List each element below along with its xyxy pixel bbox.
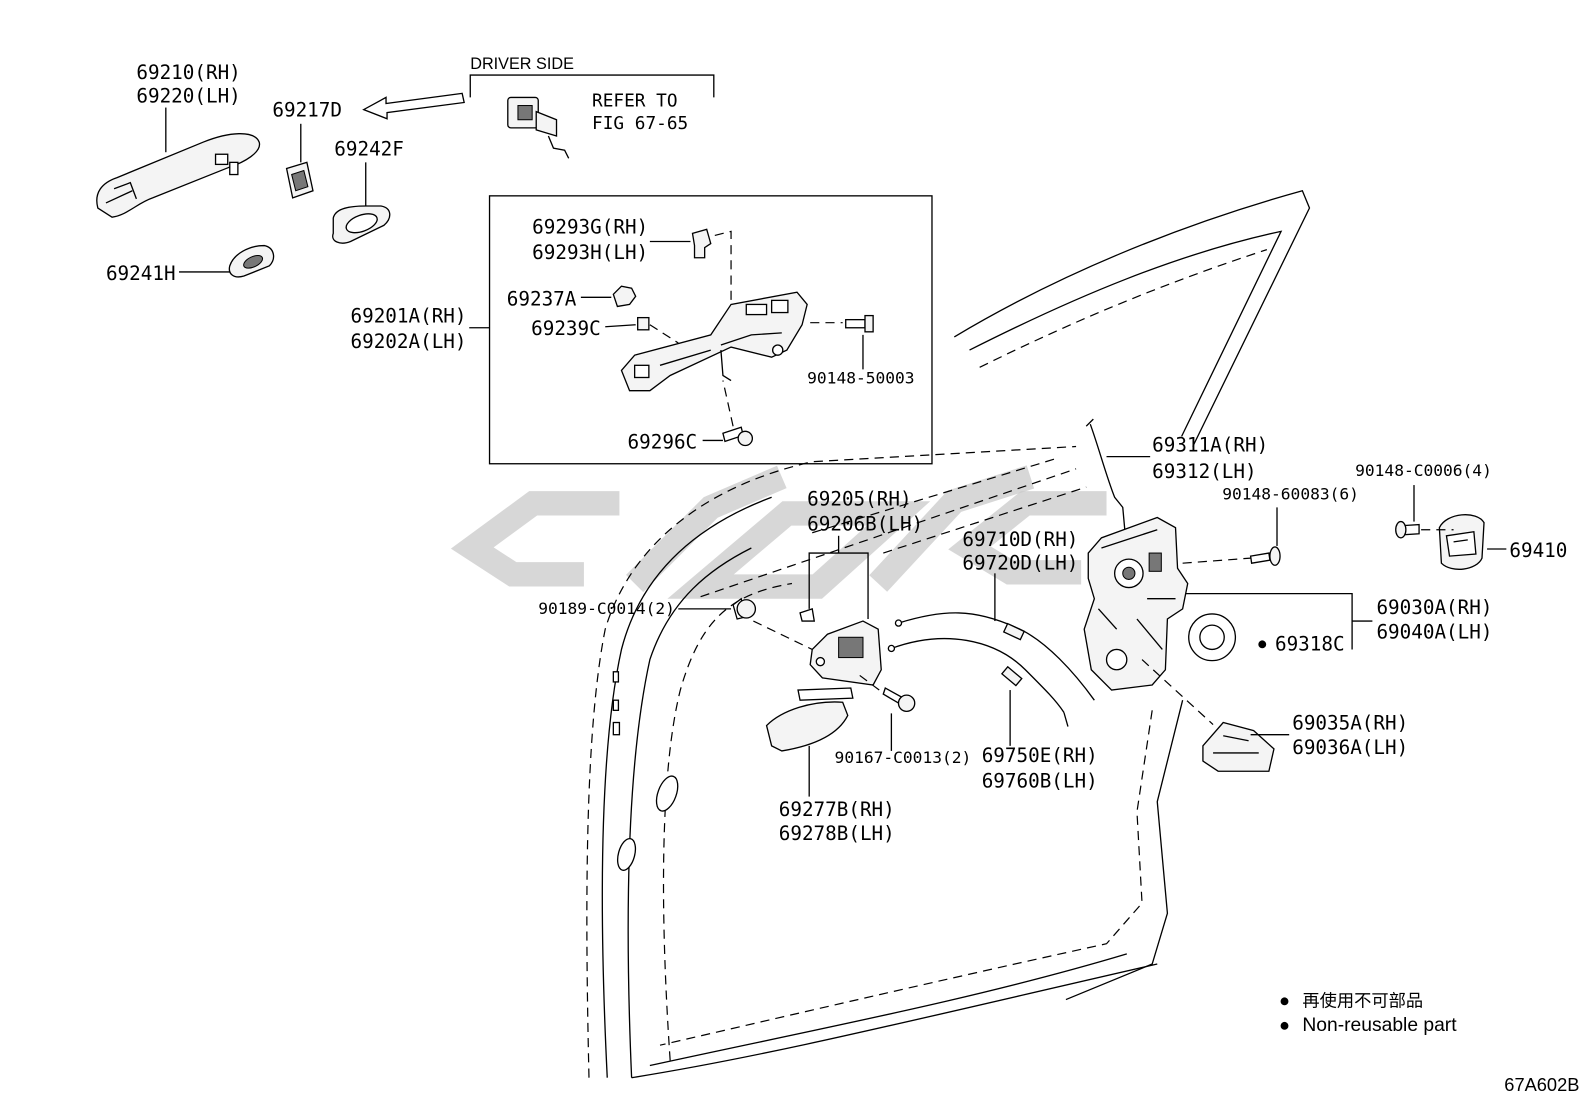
non-reusable-marker: ● [1257, 632, 1268, 653]
lock-rod-drawing [1085, 418, 1126, 530]
part-label-90189-c0014: 90189-C0014(2) [538, 599, 675, 618]
figure-code: 67A602B [1504, 1074, 1579, 1095]
part-label-69750e: 69750E(RH) [982, 744, 1098, 767]
frame-inset-box: 69293G(RH) 69293H(LH) 69237A 69201A(RH) … [351, 195, 933, 465]
driver-side-label: DRIVER SIDE [470, 55, 574, 73]
part-label-69239c: 69239C [531, 317, 601, 340]
legend-text-english: Non-reusable part [1302, 1015, 1457, 1036]
handle-frame-drawing [620, 291, 808, 392]
part-label-69277b: 69277B(RH) [779, 798, 895, 821]
part-label-69760b: 69760B(LH) [982, 769, 1098, 792]
figure-reference-label: FIG 67-65 [592, 114, 688, 134]
part-label-69030a: 69030A(RH) [1376, 596, 1492, 619]
part-69296c-drawing [722, 426, 754, 447]
lock-assembly-group: 69311A(RH) 69312(LH) 90148-C0006(4) 9014… [1083, 418, 1567, 772]
inset-border [488, 195, 933, 465]
watermark-logo [450, 465, 1107, 599]
legend-marker-en: ● [1279, 1014, 1290, 1035]
part-label-69237a: 69237A [507, 287, 577, 310]
door-outline [586, 189, 1311, 1079]
cable-69710d-drawing [894, 612, 1095, 701]
part-label-69296c: 69296C [628, 431, 698, 454]
part-label-69205: 69205(RH) [807, 487, 911, 510]
part-label-69040a: 69040A(LH) [1376, 620, 1492, 643]
part-label-69410: 69410 [1509, 539, 1567, 562]
part-label-69720d: 69720D(LH) [962, 551, 1078, 574]
screw-90167-c0013-drawing [882, 687, 916, 713]
part-label-69217d: 69217D [272, 99, 342, 122]
screw-90148-60083-drawing [1249, 546, 1281, 566]
driver-side-bracket [469, 74, 715, 98]
outside-handle-group: 69210(RH) 69220(LH) 69217D 69242F 69241H [96, 61, 404, 285]
screw-90148-50003-drawing [845, 314, 874, 333]
legend-text-japanese: 再使用不可部品 [1302, 991, 1423, 1011]
part-69237a-drawing [612, 285, 637, 308]
part-label-69210: 69210(RH) [136, 61, 240, 84]
part-label-69241h: 69241H [106, 262, 176, 285]
part-label-69311a: 69311A(RH) [1152, 434, 1268, 457]
key-cylinder-drawing [507, 96, 570, 159]
inside-handle-drawing [809, 620, 882, 686]
part-69293g-drawing [691, 228, 712, 259]
part-69242f-drawing [332, 205, 391, 244]
bezel-drawing [765, 687, 854, 752]
driver-side-reference: DRIVER SIDE REFER TO FIG 67-65 [362, 55, 715, 159]
part-label-69036a: 69036A(LH) [1292, 736, 1408, 759]
part-label-69220: 69220(LH) [136, 84, 240, 107]
legend-marker-jp: ● [1279, 990, 1290, 1011]
refer-to-label: REFER TO [592, 92, 678, 112]
part-label-69242f: 69242F [334, 137, 404, 160]
outside-handle-drawing [96, 133, 261, 218]
cable-69750e-drawing [887, 638, 1069, 727]
part-label-69293g: 69293G(RH) [532, 215, 648, 238]
part-label-69201a: 69201A(RH) [351, 305, 467, 328]
part-69241h-drawing [228, 244, 275, 278]
part-label-69312: 69312(LH) [1152, 460, 1256, 483]
part-label-90148-50003: 90148-50003 [807, 369, 914, 388]
part-label-90167-c0013: 90167-C0013(2) [835, 748, 972, 767]
seal-69318c-drawing [1188, 613, 1237, 662]
part-69239c-drawing [637, 316, 650, 331]
part-label-69202a: 69202A(LH) [351, 330, 467, 353]
part-label-69206b: 69206B(LH) [807, 513, 923, 536]
screw-90148-c0006-drawing [1395, 520, 1420, 539]
lock-cover-drawing [1202, 721, 1275, 772]
part-label-90148-c0006: 90148-C0006(4) [1355, 461, 1492, 480]
part-label-69278b: 69278B(LH) [779, 822, 895, 845]
legend: ● 再使用不可部品 ● Non-reusable part [1279, 990, 1457, 1036]
leader-69239c [605, 324, 636, 328]
part-69217d-drawing [285, 161, 314, 199]
inside-handle-group: 69205(RH) 69206B(LH) 69710D(RH) 69720D(L… [538, 487, 1097, 845]
part-label-69293h: 69293H(LH) [532, 241, 648, 264]
part-label-69318c: 69318C [1275, 632, 1345, 655]
striker-drawing [1438, 514, 1485, 570]
pin-drawing [799, 607, 816, 622]
door-lock-drawing [1083, 516, 1189, 691]
part-label-90148-60083: 90148-60083(6) [1222, 484, 1359, 503]
part-label-69035a: 69035A(RH) [1292, 712, 1408, 735]
part-label-69710d: 69710D(RH) [962, 528, 1078, 551]
leader-69030a [1185, 592, 1353, 650]
arrow-left-icon [362, 92, 465, 120]
clip-90189-c0014-drawing [732, 597, 757, 620]
